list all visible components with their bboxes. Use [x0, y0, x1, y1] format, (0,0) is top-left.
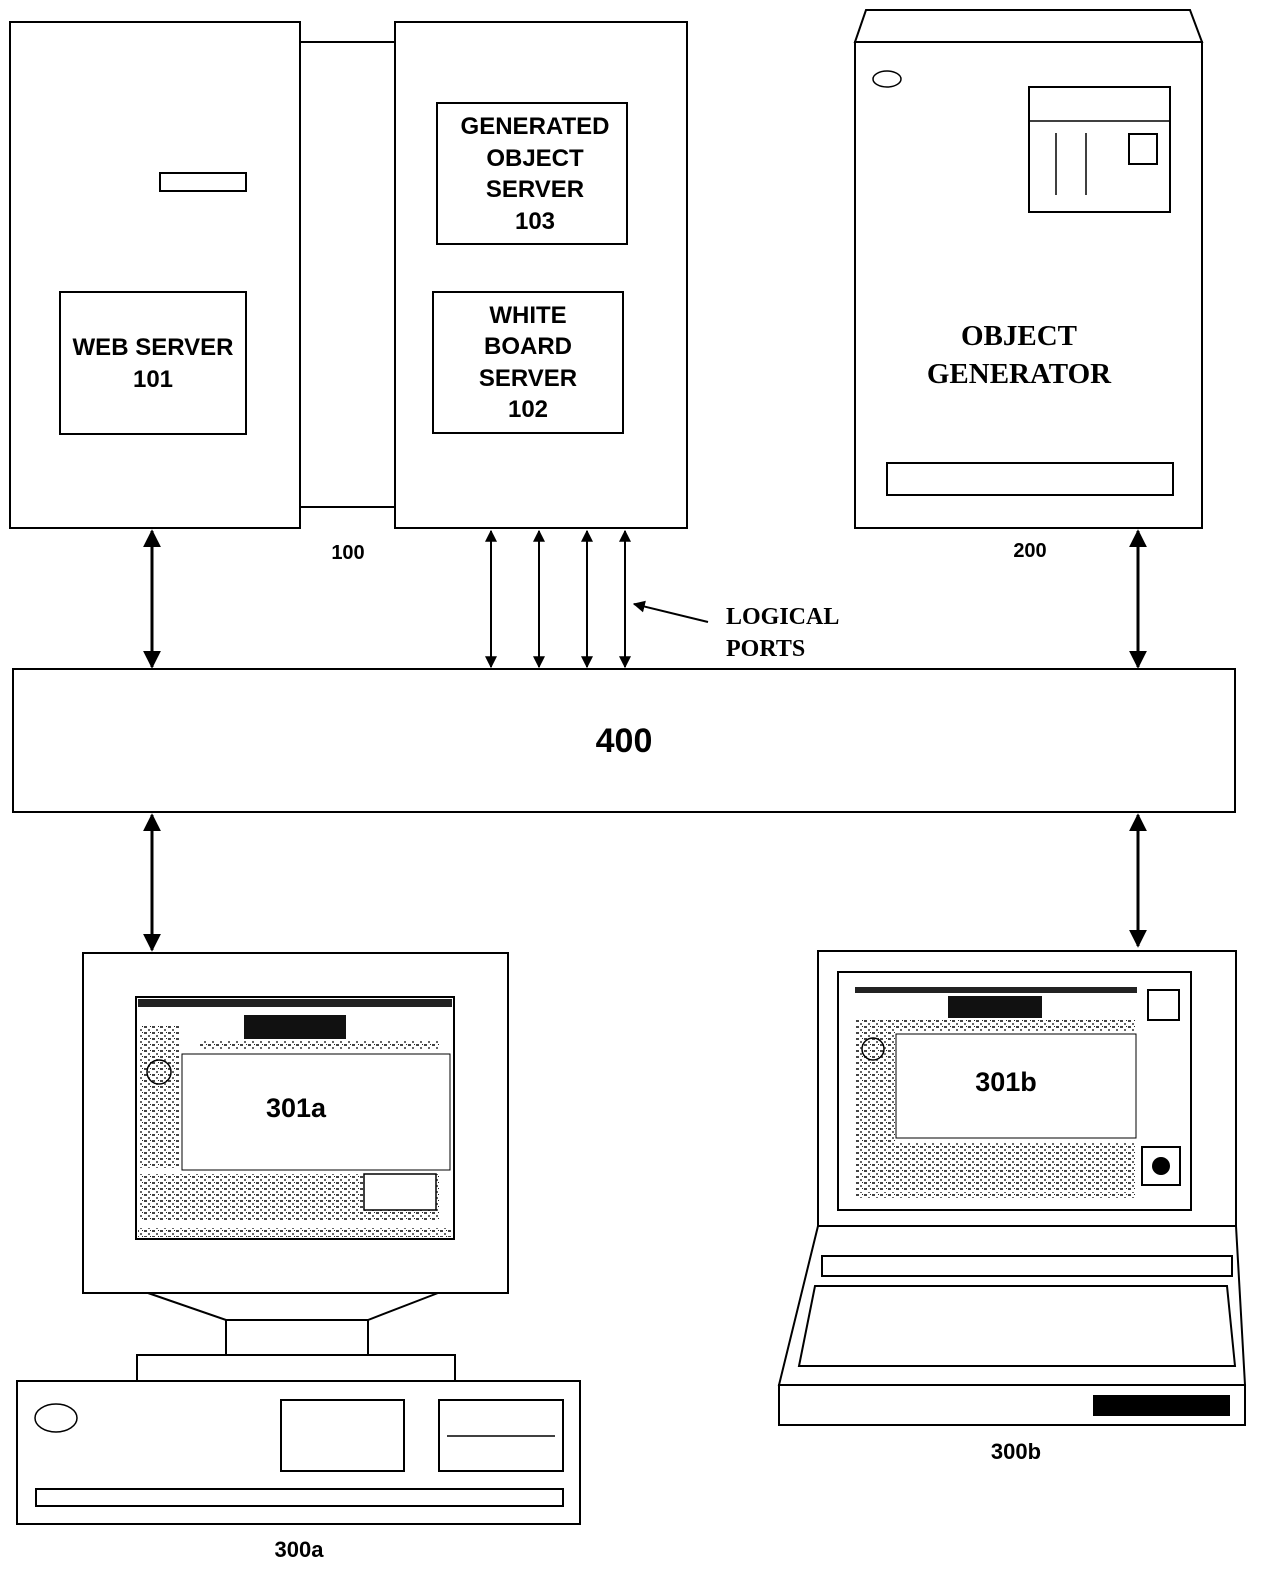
- web-server-label: WEB SERVER: [73, 334, 234, 361]
- drive-bay: [886, 462, 1174, 496]
- logical-ports-label-1: LOGICAL: [726, 604, 839, 630]
- screen-logo-icon: [146, 1059, 172, 1085]
- desktop-power-icon: [34, 1403, 78, 1433]
- screen-status-bar: [138, 1228, 452, 1237]
- screen-panel: [363, 1173, 437, 1211]
- laptop-side-button: [1147, 989, 1180, 1021]
- screen-title-bar: [138, 999, 452, 1007]
- power-button-icon: [872, 70, 902, 88]
- desktop-ref: 300a: [275, 1537, 325, 1562]
- laptop-keyboard: [797, 1285, 1237, 1367]
- gos-ref: 103: [515, 208, 555, 235]
- gos-line1: GENERATED: [461, 113, 610, 140]
- generated-object-server-box: [436, 102, 628, 245]
- monitor-stand: [225, 1319, 369, 1356]
- desktop-slot: [35, 1488, 564, 1507]
- web-server-box: [59, 291, 247, 435]
- object-generator-label-2: GENERATOR: [927, 358, 1112, 390]
- drive-bay-1: [280, 1399, 405, 1472]
- laptop-nav: [855, 1020, 1135, 1032]
- wbs-line2: BOARD: [484, 333, 572, 360]
- server-group-ref: 100: [331, 542, 364, 564]
- screen-sidebar: [140, 1026, 180, 1168]
- laptop-content: [855, 1142, 1135, 1190]
- wbs-ref: 102: [508, 396, 548, 423]
- laptop-status-bar: [855, 1192, 1135, 1198]
- wbs-line3: SERVER: [479, 365, 577, 392]
- wbs-line1: WHITE: [489, 302, 566, 329]
- web-server-cabinet: [9, 21, 301, 529]
- server-connector: [299, 41, 397, 508]
- app-server-cabinet: [394, 21, 688, 529]
- object-generator-ref: 200: [1013, 540, 1046, 562]
- server-group: WEB SERVER 101 GENERATED OBJECT SERVER 1…: [9, 21, 688, 564]
- network-ref: 400: [596, 722, 653, 760]
- logical-ports-label-2: PORTS: [726, 636, 805, 662]
- monitor-neck: [147, 1292, 439, 1321]
- network-box: [12, 668, 1236, 813]
- laptop-banner: [948, 996, 1042, 1018]
- laptop-hinge-bar: [821, 1255, 1233, 1277]
- laptop-title-bar: [855, 987, 1137, 993]
- laptop-logo-icon: [861, 1037, 885, 1061]
- desktop-computer: 301a 300a: [16, 952, 581, 1562]
- object-generator-top: [853, 9, 1204, 43]
- monitor-base: [136, 1354, 456, 1382]
- laptop-drive-slot: [1093, 1395, 1230, 1416]
- logical-ports-pointer: [632, 600, 709, 623]
- object-generator-label-1: OBJECT: [961, 320, 1077, 352]
- web-server-ref: 101: [133, 366, 173, 393]
- gos-line3: SERVER: [486, 176, 584, 203]
- laptop-computer: 301b 300b: [777, 950, 1247, 1464]
- drive-slot: [159, 172, 247, 192]
- laptop-ref: 300b: [991, 1439, 1041, 1464]
- screen-whiteboard: [181, 1053, 451, 1171]
- screen-nav: [200, 1040, 440, 1050]
- screen-banner: [244, 1015, 346, 1039]
- desktop-screen-label: 301a: [266, 1093, 327, 1123]
- white-board-server-box: [432, 291, 624, 434]
- laptop-whiteboard: [895, 1033, 1137, 1139]
- panel-indicator: [1128, 133, 1158, 165]
- object-generator: OBJECT GENERATOR 200: [853, 9, 1204, 562]
- laptop-screen-label: 301b: [975, 1067, 1037, 1097]
- gos-line2: OBJECT: [486, 145, 584, 172]
- record-dot-icon: [1152, 1157, 1170, 1175]
